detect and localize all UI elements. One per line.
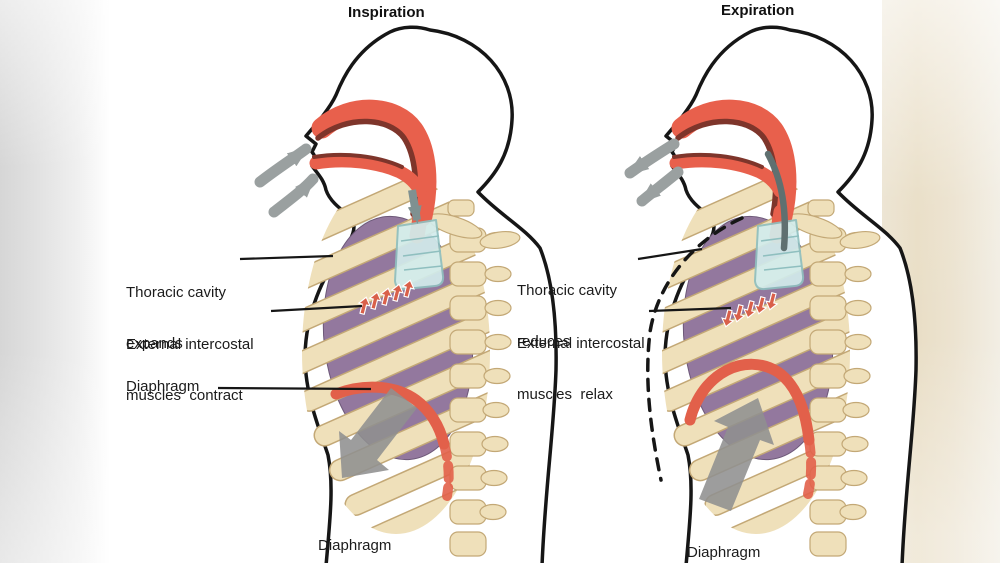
diaphragm-relaxed-tail	[803, 435, 817, 499]
label-line: External intercostal	[126, 336, 254, 353]
label-line: muscles relax	[517, 386, 613, 403]
label-diaphragm-relaxes: Diaphragm relaxes	[687, 510, 760, 563]
diaphragm-down-arrow	[339, 388, 417, 478]
diaphragm-up-arrow	[699, 398, 774, 511]
expiration-figure	[594, 27, 942, 563]
label-line: Thoracic cavity	[126, 284, 227, 301]
diaphragm-relaxed	[684, 358, 815, 446]
label-external-intercostal-contract: External intercostal muscles contract	[126, 302, 254, 438]
trachea-airflow-down-arrow	[407, 189, 422, 224]
airflow-out-nose-arrow	[624, 138, 680, 179]
label-line: External intercostal	[517, 335, 645, 352]
expanded-chest-dashed-outline	[646, 216, 744, 482]
airflow-out-mouth-arrow	[636, 166, 684, 207]
label-leader-lines	[217, 247, 732, 391]
label-line: expands	[126, 335, 183, 352]
leader-intercostal-contract	[270, 304, 363, 313]
airflow-in-nose-arrow	[254, 143, 312, 188]
airway-airflow-up-line	[764, 150, 789, 252]
label-line: muscles contract	[126, 387, 243, 404]
leader-diaphragm	[217, 386, 372, 391]
airflow-in-mouth-arrow	[268, 173, 319, 218]
label-line: Diaphragm	[318, 537, 392, 554]
label-external-intercostal-relax: External intercostal muscles relax	[517, 301, 645, 437]
label-thoracic-cavity-expands: Thoracic cavity expands	[126, 250, 226, 386]
inspiration-title: Inspiration	[348, 4, 425, 21]
leader-intercostal-relax	[648, 306, 732, 313]
expiration-title: Expiration	[721, 2, 795, 19]
label-diaphragm-contracts: Diaphragm contracts	[318, 503, 391, 563]
leader-thoracic-expands	[239, 254, 334, 261]
blurred-edge-left	[0, 0, 110, 563]
label-line: Thoracic cavity	[517, 282, 618, 299]
label-line: reduces	[517, 333, 571, 350]
label-thoracic-cavity-reduces: Thoracic cavity reduces	[517, 248, 617, 384]
label-line: Diaphragm	[687, 544, 761, 561]
diaphragm-contracted-tail	[439, 439, 454, 501]
label-diaphragm: Diaphragm	[126, 378, 200, 395]
leader-thoracic-reduces	[637, 247, 703, 261]
